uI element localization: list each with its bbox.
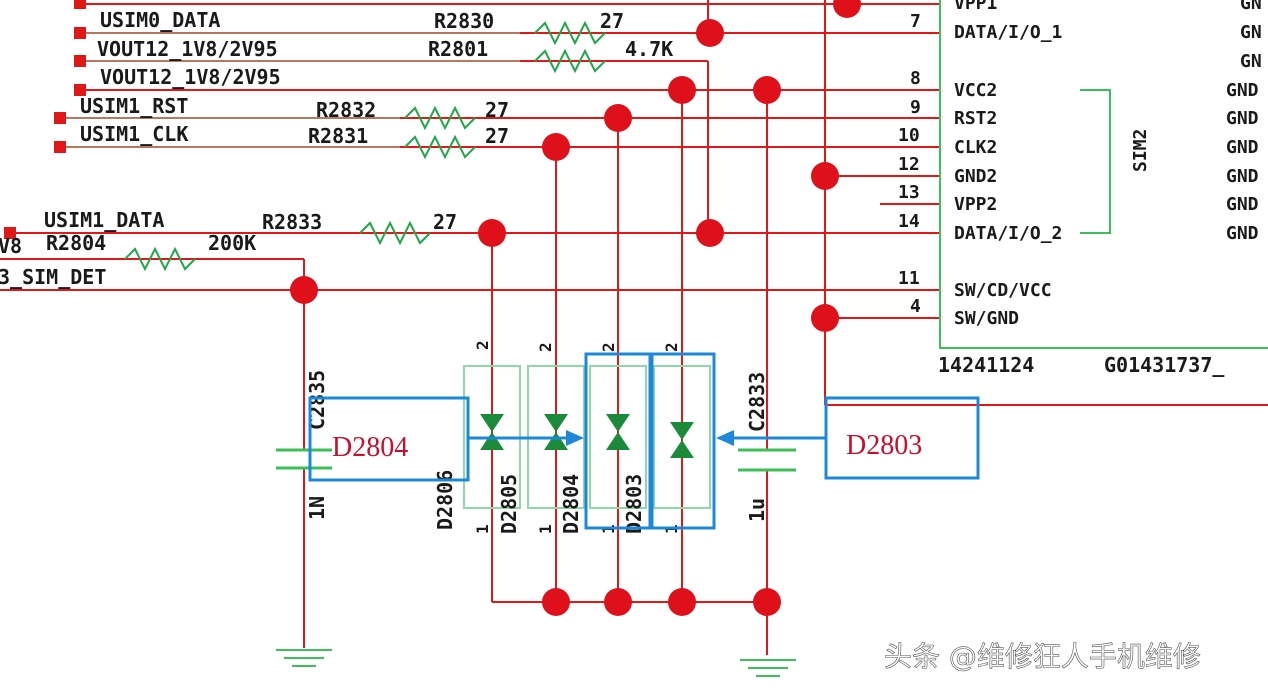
r2832-value: 27 bbox=[485, 98, 509, 122]
diode-pin-bottom: 1 bbox=[473, 524, 492, 534]
net-ports bbox=[4, 0, 86, 239]
r2801-value: 4.7K bbox=[625, 37, 673, 61]
highlight-d2804 bbox=[584, 352, 652, 530]
r2830-value: 27 bbox=[600, 9, 624, 33]
pin-label: SW/GND bbox=[954, 308, 1019, 329]
pin-num: 9 bbox=[910, 97, 921, 118]
sim2-connector: SIM2 VPP1 7 8 9 10 12 13 14 11 4 DATA/I/… bbox=[898, 0, 1268, 377]
c2835-value: 1N bbox=[305, 496, 329, 520]
diode-pin-top: 2 bbox=[599, 342, 618, 352]
diode-pin-bottom: 1 bbox=[536, 524, 555, 534]
pin-label: GND2 bbox=[954, 166, 997, 187]
c2833-value: 1u bbox=[745, 498, 769, 522]
r2804-value: 200K bbox=[208, 231, 256, 255]
resistor-labels: R2830 27 R2801 4.7K R2832 27 R2831 27 R2… bbox=[46, 9, 673, 255]
r2801-symbol bbox=[534, 48, 606, 74]
gnd-label: GND bbox=[1226, 108, 1259, 129]
d2804-ref: D2804 bbox=[559, 474, 583, 534]
highlight-d2803 bbox=[650, 352, 716, 530]
net-labels: USIM0_DATA VOUT12_1V8/2V95 VOUT12_1V8/2V… bbox=[0, 8, 281, 289]
vout-b-label: VOUT12_1V8/2V95 bbox=[100, 65, 281, 89]
gnd-label: GN bbox=[1240, 0, 1262, 14]
r2830-ref: R2830 bbox=[434, 9, 494, 33]
usim1-rst-label: USIM1_RST bbox=[80, 94, 188, 118]
gnd-label: GN bbox=[1240, 51, 1262, 72]
sim-det-label: 3_SIM_DET bbox=[0, 265, 106, 289]
tvs-diodes: 2 2 2 2 1 1 1 1 D2806 D2805 D2804 D2803 bbox=[433, 340, 711, 534]
gnd-label: GND bbox=[1226, 137, 1259, 158]
pin-num: 11 bbox=[898, 268, 920, 289]
gnd-label: GND bbox=[1226, 223, 1259, 244]
ground-symbol-right bbox=[740, 659, 796, 677]
pin-num: 8 bbox=[910, 68, 921, 89]
diode-pin-top: 2 bbox=[473, 340, 492, 350]
pin-num: 12 bbox=[898, 154, 920, 175]
arrows bbox=[468, 430, 826, 446]
r2831-value: 27 bbox=[485, 124, 509, 148]
capacitor-c2833: C2833 1u bbox=[738, 372, 796, 522]
pin-label: VPP2 bbox=[954, 194, 997, 215]
d2805-ref: D2805 bbox=[497, 474, 521, 534]
diode-d2804-symbol bbox=[606, 414, 630, 450]
diode-d2806-symbol bbox=[480, 414, 504, 450]
diode-d2805-symbol bbox=[544, 414, 568, 450]
net-name-traces bbox=[60, 32, 520, 148]
vpp1-label: VPP1 bbox=[954, 0, 997, 14]
usim1-clk-label: USIM1_CLK bbox=[80, 122, 188, 146]
part-code: G01431737_ bbox=[1104, 353, 1225, 377]
pin-label: DATA/I/O_2 bbox=[954, 223, 1062, 244]
pin-num: 14 bbox=[898, 211, 920, 232]
pin-num: 4 bbox=[910, 296, 921, 317]
gnd-label: GND bbox=[1226, 166, 1259, 187]
part-number: 14241124 bbox=[938, 353, 1034, 377]
c2833-ref: C2833 bbox=[745, 372, 769, 432]
r2804-ref: R2804 bbox=[46, 231, 106, 255]
gnd-label: GND bbox=[1226, 194, 1259, 215]
r2832-symbol bbox=[404, 105, 476, 131]
diode-pin-top: 2 bbox=[662, 342, 681, 352]
pin-label: RST2 bbox=[954, 108, 997, 129]
r2830-symbol bbox=[534, 20, 606, 46]
diode-pin-top: 2 bbox=[536, 342, 555, 352]
pin-num: 13 bbox=[898, 182, 920, 203]
r2833-symbol bbox=[359, 220, 431, 246]
v8-label: V8 bbox=[0, 234, 22, 258]
callout-left-label: D2804 bbox=[332, 432, 408, 463]
vout-a-label: VOUT12_1V8/2V95 bbox=[97, 37, 278, 61]
r2801-ref: R2801 bbox=[428, 37, 488, 61]
r2832-ref: R2832 bbox=[316, 98, 376, 122]
diode-d2803-symbol bbox=[670, 422, 694, 458]
ground-symbol-left bbox=[276, 649, 332, 667]
gnd-label: GN bbox=[1240, 22, 1262, 43]
r2833-ref: R2833 bbox=[262, 210, 322, 234]
pin-label: SW/CD/VCC bbox=[954, 280, 1052, 301]
wires bbox=[0, 0, 1268, 655]
callout-right-label: D2803 bbox=[846, 430, 922, 461]
watermark: 头条 @维修狂人手机维修 bbox=[884, 640, 1201, 673]
pin-label: CLK2 bbox=[954, 137, 997, 158]
r2831-ref: R2831 bbox=[308, 124, 368, 148]
r2833-value: 27 bbox=[433, 210, 457, 234]
resistor-zigzags bbox=[124, 20, 606, 272]
junctions bbox=[290, 0, 861, 616]
pin-label: DATA/I/O_1 bbox=[954, 22, 1062, 43]
sim2-name: SIM2 bbox=[1130, 129, 1151, 172]
usim0-data-label: USIM0_DATA bbox=[100, 8, 220, 32]
usim1-data-label: USIM1_DATA bbox=[44, 208, 164, 232]
pin-num: 10 bbox=[898, 125, 920, 146]
pin-num: 7 bbox=[910, 11, 921, 32]
d2803-ref: D2803 bbox=[622, 474, 646, 534]
pin-label: VCC2 bbox=[954, 80, 997, 101]
r2804-symbol bbox=[124, 246, 196, 272]
gnd-label: GND bbox=[1226, 80, 1259, 101]
r2831-symbol bbox=[404, 134, 476, 160]
